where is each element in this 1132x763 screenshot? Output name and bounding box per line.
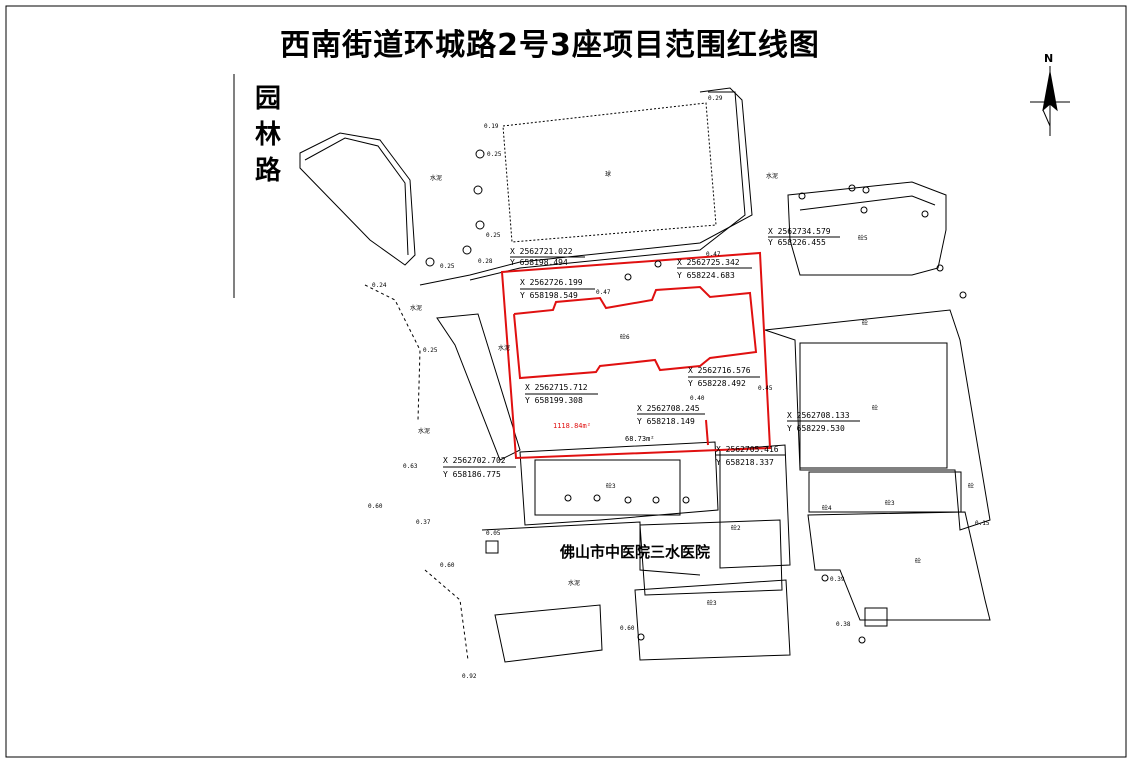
elev-20: 0.39 xyxy=(830,576,845,583)
coord-3-x: X 2562726.199 xyxy=(520,278,583,287)
label-12: 砼2 xyxy=(731,524,741,532)
coord-2-y: Y 658226.455 xyxy=(768,238,826,247)
coord-9-y: Y 658218.337 xyxy=(716,458,774,467)
elev-14: 0.60 xyxy=(368,503,383,510)
coord-7-x: X 2562708.245 xyxy=(637,404,700,413)
elev-15: 0.37 xyxy=(416,519,431,526)
elev-11: 0.45 xyxy=(758,385,773,392)
label-8: 砼5 xyxy=(858,234,868,242)
area-label-total: 1118.84m² xyxy=(553,422,591,430)
elev-6: 0.29 xyxy=(708,95,723,102)
coord-7-y: Y 658218.149 xyxy=(637,417,695,426)
hospital-label: 佛山市中医院三水医院 xyxy=(560,543,711,561)
project-boundary xyxy=(500,251,772,460)
elev-22: 0.05 xyxy=(486,530,501,537)
label-4: 水泥 xyxy=(498,344,510,352)
label-16: 砼4 xyxy=(822,504,832,512)
elev-21: 0.38 xyxy=(836,621,851,628)
coord-6-x: X 2562715.712 xyxy=(525,383,588,392)
map-title: 西南街道环城路2号3座项目范围红线图 xyxy=(280,28,820,63)
elev-18: 0.92 xyxy=(462,673,477,680)
label-2: 水泥 xyxy=(766,172,778,180)
elev-19: 0.15 xyxy=(975,520,990,527)
label-7: 球 xyxy=(605,170,611,178)
building-outlines xyxy=(299,87,991,663)
coord-3-y: Y 658198.549 xyxy=(520,291,578,300)
coordinate-underlines xyxy=(443,236,860,468)
coord-9-x: X 2562705.416 xyxy=(716,445,779,454)
coord-8-x: X 2562708.133 xyxy=(787,411,850,420)
elev-3: 0.25 xyxy=(486,232,501,239)
label-9: 砼6 xyxy=(620,333,630,341)
elev-16: 0.60 xyxy=(440,562,455,569)
north-label: N xyxy=(1044,52,1054,65)
coord-4-y: Y 658224.683 xyxy=(677,271,735,280)
coord-2-x: X 2562734.579 xyxy=(768,227,831,236)
coord-6-y: Y 658199.308 xyxy=(525,396,583,405)
label-10: 砼3 xyxy=(606,482,616,490)
elev-1: 0.25 xyxy=(487,151,502,158)
road-label-char-2: 林 xyxy=(254,120,281,150)
coord-8-y: Y 658229.530 xyxy=(787,424,845,433)
elev-17: 0.60 xyxy=(620,625,635,632)
small-labels: 水泥 水泥 水泥 水泥 水泥 水泥 球 砼5 砼6 砼3 砼3 砼2 砼 砼 砼… xyxy=(410,170,974,607)
sheet-frame xyxy=(5,5,1127,758)
road-label-char-1: 园 xyxy=(254,84,281,114)
coord-4-x: X 2562725.342 xyxy=(677,258,740,267)
label-17: 砼3 xyxy=(885,499,895,507)
label-5: 水泥 xyxy=(418,427,430,435)
label-13: 砼 xyxy=(872,404,878,412)
coord-10-y: Y 658186.775 xyxy=(443,470,501,479)
elev-8: 0.25 xyxy=(423,347,438,354)
elevation-labels: 0.25 0.19 0.25 0.28 0.25 0.29 0.24 0.25 … xyxy=(368,95,990,680)
label-18: 砼 xyxy=(968,482,974,490)
area-label-small: 68.73m² xyxy=(625,435,655,443)
coord-1-x: X 2562721.022 xyxy=(510,247,573,256)
label-3: 水泥 xyxy=(410,304,422,312)
elev-4: 0.28 xyxy=(478,258,493,265)
elev-13: 0.63 xyxy=(403,463,418,470)
coord-5-y: Y 658228.492 xyxy=(688,379,746,388)
elev-5: 0.25 xyxy=(440,263,455,270)
label-11: 砼3 xyxy=(707,599,717,607)
coord-10-x: X 2562702.702 xyxy=(443,456,506,465)
north-arrow-icon xyxy=(1030,66,1070,136)
elev-10: 0.47 xyxy=(706,251,721,258)
coord-1-y: Y 658198.494 xyxy=(510,258,568,267)
label-6: 水泥 xyxy=(568,579,580,587)
label-15: 砼 xyxy=(862,319,868,327)
coordinate-labels: X 2562721.022 Y 658198.494 X 2562734.579… xyxy=(443,227,850,479)
road-label-char-3: 路 xyxy=(254,156,281,186)
elev-2: 0.19 xyxy=(484,123,499,130)
coord-5-x: X 2562716.576 xyxy=(688,366,751,375)
elev-12: 0.40 xyxy=(690,395,705,402)
elev-7: 0.24 xyxy=(372,282,387,289)
elev-9: 0.47 xyxy=(596,289,611,296)
map-symbols xyxy=(425,149,967,644)
label-1: 水泥 xyxy=(430,174,442,182)
label-14: 砼 xyxy=(915,557,921,565)
